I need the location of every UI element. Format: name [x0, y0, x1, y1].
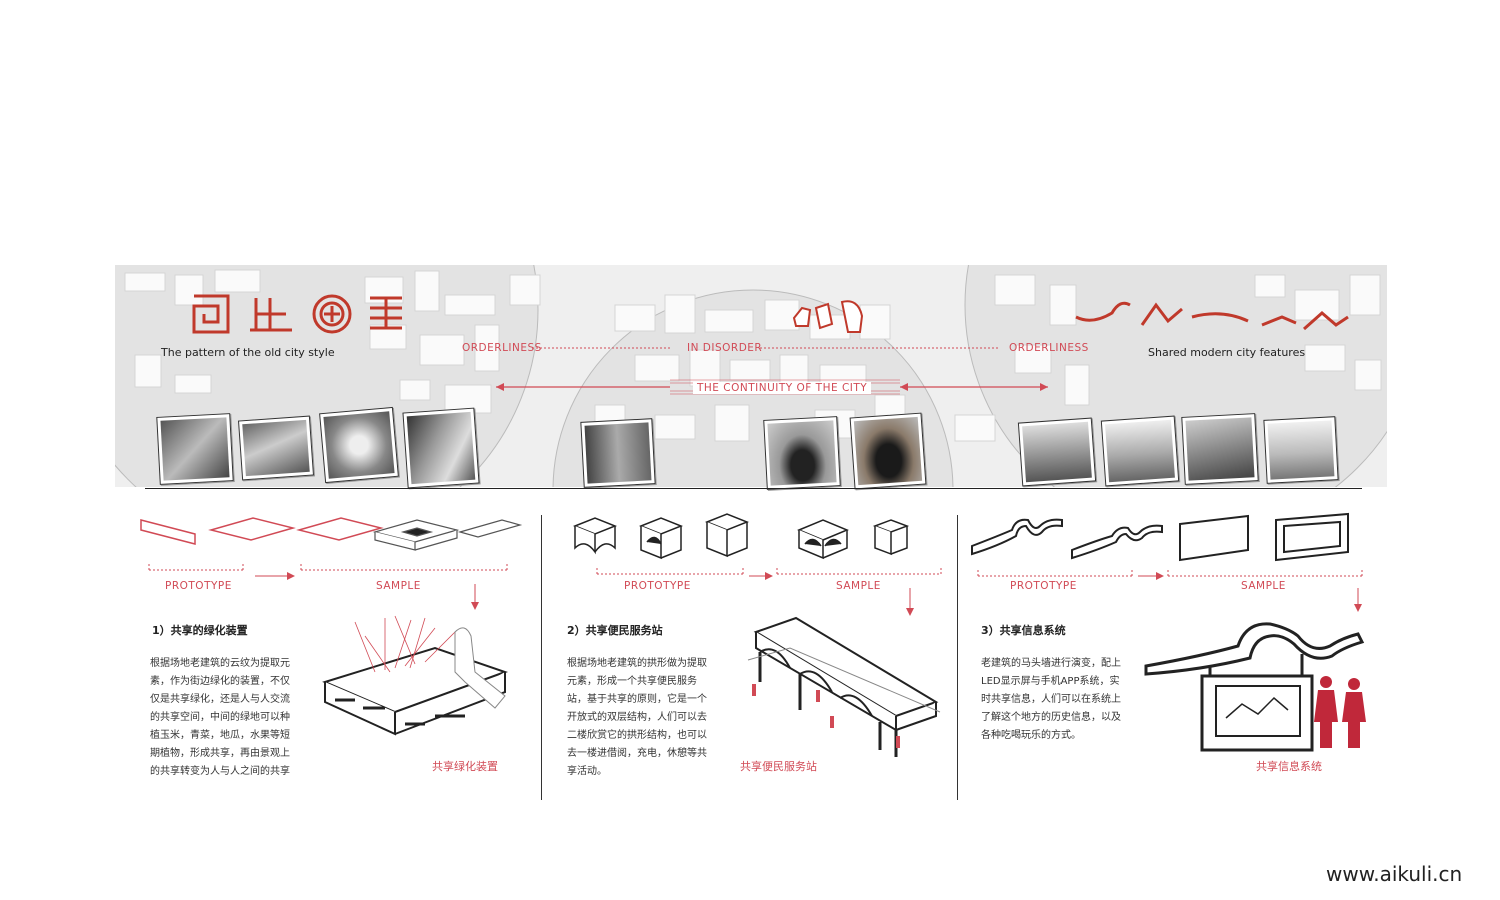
- section-body: 老建筑的马头墙进行演变，配上LED显示屏与手机APP系统，实时共享信息，人们可以…: [981, 658, 1121, 741]
- section-caption: 共享信息系统: [1256, 760, 1322, 773]
- modern-building-photo: [1263, 416, 1339, 484]
- service-station-illustration: [747, 616, 941, 757]
- sample-label: SAMPLE: [836, 580, 881, 592]
- info-system-illustration: [1144, 622, 1366, 752]
- column-divider: [541, 515, 542, 800]
- old-building-photo: [319, 406, 399, 484]
- old-building-photo: [237, 415, 315, 481]
- section-title: 2）共享便民服务站: [567, 624, 663, 637]
- disorder-shape-icon: [792, 300, 864, 333]
- arch-door-photo: [763, 416, 841, 490]
- prototype-label: PROTOTYPE: [624, 580, 691, 592]
- watermark: www.aikuli.cn: [1326, 862, 1463, 886]
- orderliness-right-label: ORDERLINESS: [1009, 342, 1089, 354]
- section-caption: 共享绿化装置: [432, 760, 498, 773]
- section-divider: [145, 488, 1362, 489]
- arch-door-photo: [849, 412, 927, 490]
- prototype-label: PROTOTYPE: [165, 580, 232, 592]
- sample-label: SAMPLE: [1241, 580, 1286, 592]
- modern-city-features-icon: [1075, 301, 1349, 331]
- in-disorder-label: IN DISORDER: [687, 342, 763, 354]
- section-title: 3）共享信息系统: [981, 624, 1066, 637]
- greening-prototype-diagram: [140, 517, 523, 610]
- modern-building-photo: [1100, 415, 1180, 487]
- modern-building-photo: [1181, 413, 1259, 485]
- column-divider: [957, 515, 958, 800]
- greening-device-illustration: [322, 615, 509, 736]
- modern-city-caption: Shared modern city features: [1148, 346, 1306, 359]
- old-building-photo: [402, 407, 480, 489]
- orderliness-left-label: ORDERLINESS: [462, 342, 542, 354]
- old-city-pattern-icon: [192, 294, 402, 334]
- info-system-prototype-diagram: [971, 512, 1363, 612]
- prototype-label: PROTOTYPE: [1010, 580, 1077, 592]
- sample-label: SAMPLE: [376, 580, 421, 592]
- modern-building-photo: [1017, 417, 1097, 487]
- service-station-prototype-diagram: [572, 513, 942, 616]
- section-caption: 共享便民服务站: [740, 760, 817, 773]
- old-building-photo: [580, 418, 656, 488]
- section-title: 1）共享的绿化装置: [152, 624, 248, 637]
- section-body: 根据场地老建筑的云纹为提取元素，作为街边绿化的装置，不仅仅是共享绿化，还是人与人…: [150, 658, 290, 775]
- continuity-label: THE CONTINUITY OF THE CITY: [693, 382, 872, 394]
- section-body: 根据场地老建筑的拱形做为提取元素，形成一个共享便民服务站，基于共享的原则，它是一…: [567, 658, 707, 775]
- old-city-caption: The pattern of the old city style: [161, 346, 335, 359]
- old-building-photo: [156, 413, 234, 485]
